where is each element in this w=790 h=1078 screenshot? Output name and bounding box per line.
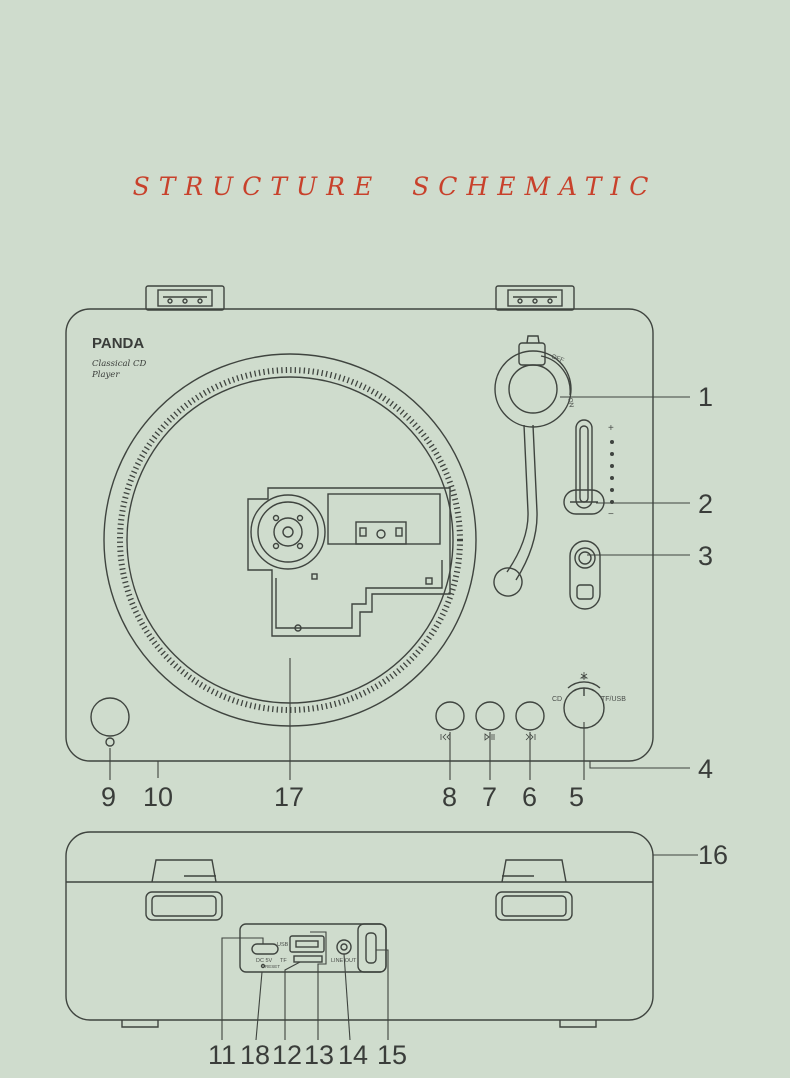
callout-12: 12 bbox=[272, 1040, 302, 1070]
tf-slot-label: TF bbox=[280, 958, 287, 964]
brand-logo: PANDA bbox=[92, 335, 144, 352]
callout-1: 1 bbox=[698, 382, 713, 412]
callout-9: 9 bbox=[101, 782, 116, 812]
callout-5: 5 bbox=[569, 782, 584, 812]
tonearm bbox=[493, 335, 572, 597]
callout-14: 14 bbox=[338, 1040, 368, 1070]
brand-subtitle-line2: Player bbox=[91, 370, 120, 380]
callout-3: 3 bbox=[698, 541, 713, 571]
callout-10: 10 bbox=[143, 782, 173, 812]
callout-6: 6 bbox=[522, 782, 537, 812]
volume-scale-dots bbox=[610, 440, 614, 504]
reset-label: RESET bbox=[265, 964, 280, 969]
callout-15: 15 bbox=[377, 1040, 407, 1070]
callout-2: 2 bbox=[698, 489, 713, 519]
callout-4: 4 bbox=[698, 754, 713, 784]
play-pause-button[interactable] bbox=[475, 701, 505, 741]
brand-subtitle-line1: Classical CD bbox=[92, 359, 146, 369]
callout-18: 18 bbox=[240, 1040, 270, 1070]
cd-mechanism bbox=[247, 487, 451, 637]
callout-17: 17 bbox=[274, 782, 304, 812]
volume-plus-label: + bbox=[608, 423, 614, 434]
next-button[interactable] bbox=[515, 701, 545, 741]
knob-tfusb-label: TF/USB bbox=[601, 696, 626, 703]
volume-minus-label: − bbox=[608, 509, 614, 520]
hinge-right bbox=[495, 285, 575, 311]
bluetooth-switch[interactable] bbox=[569, 540, 601, 610]
dc-port-label: DC 5V bbox=[256, 958, 273, 964]
callout-16: 16 bbox=[698, 840, 728, 870]
line-out-label: LINE OUT bbox=[331, 958, 357, 964]
callout-13: 13 bbox=[304, 1040, 334, 1070]
prev-button[interactable] bbox=[435, 701, 465, 741]
volume-slider[interactable] bbox=[563, 419, 605, 515]
mode-knob[interactable] bbox=[563, 672, 605, 729]
usb-port-label: USB bbox=[277, 942, 289, 948]
callout-8: 8 bbox=[442, 782, 457, 812]
page-title: STRUCTURE SCHEMATIC bbox=[132, 172, 658, 201]
leader-lines bbox=[109, 396, 698, 1041]
callout-11: 11 bbox=[208, 1040, 236, 1070]
knob-cd-label: CD bbox=[552, 696, 562, 703]
player-body-front bbox=[65, 831, 654, 1028]
power-button[interactable] bbox=[90, 697, 130, 747]
callout-7: 7 bbox=[482, 782, 497, 812]
player-body-top bbox=[65, 308, 654, 762]
tonearm-on-label: ON bbox=[566, 397, 575, 408]
tonearm-off-label: OFF bbox=[550, 353, 565, 364]
port-panel bbox=[239, 923, 387, 973]
hinge-left bbox=[145, 285, 225, 311]
